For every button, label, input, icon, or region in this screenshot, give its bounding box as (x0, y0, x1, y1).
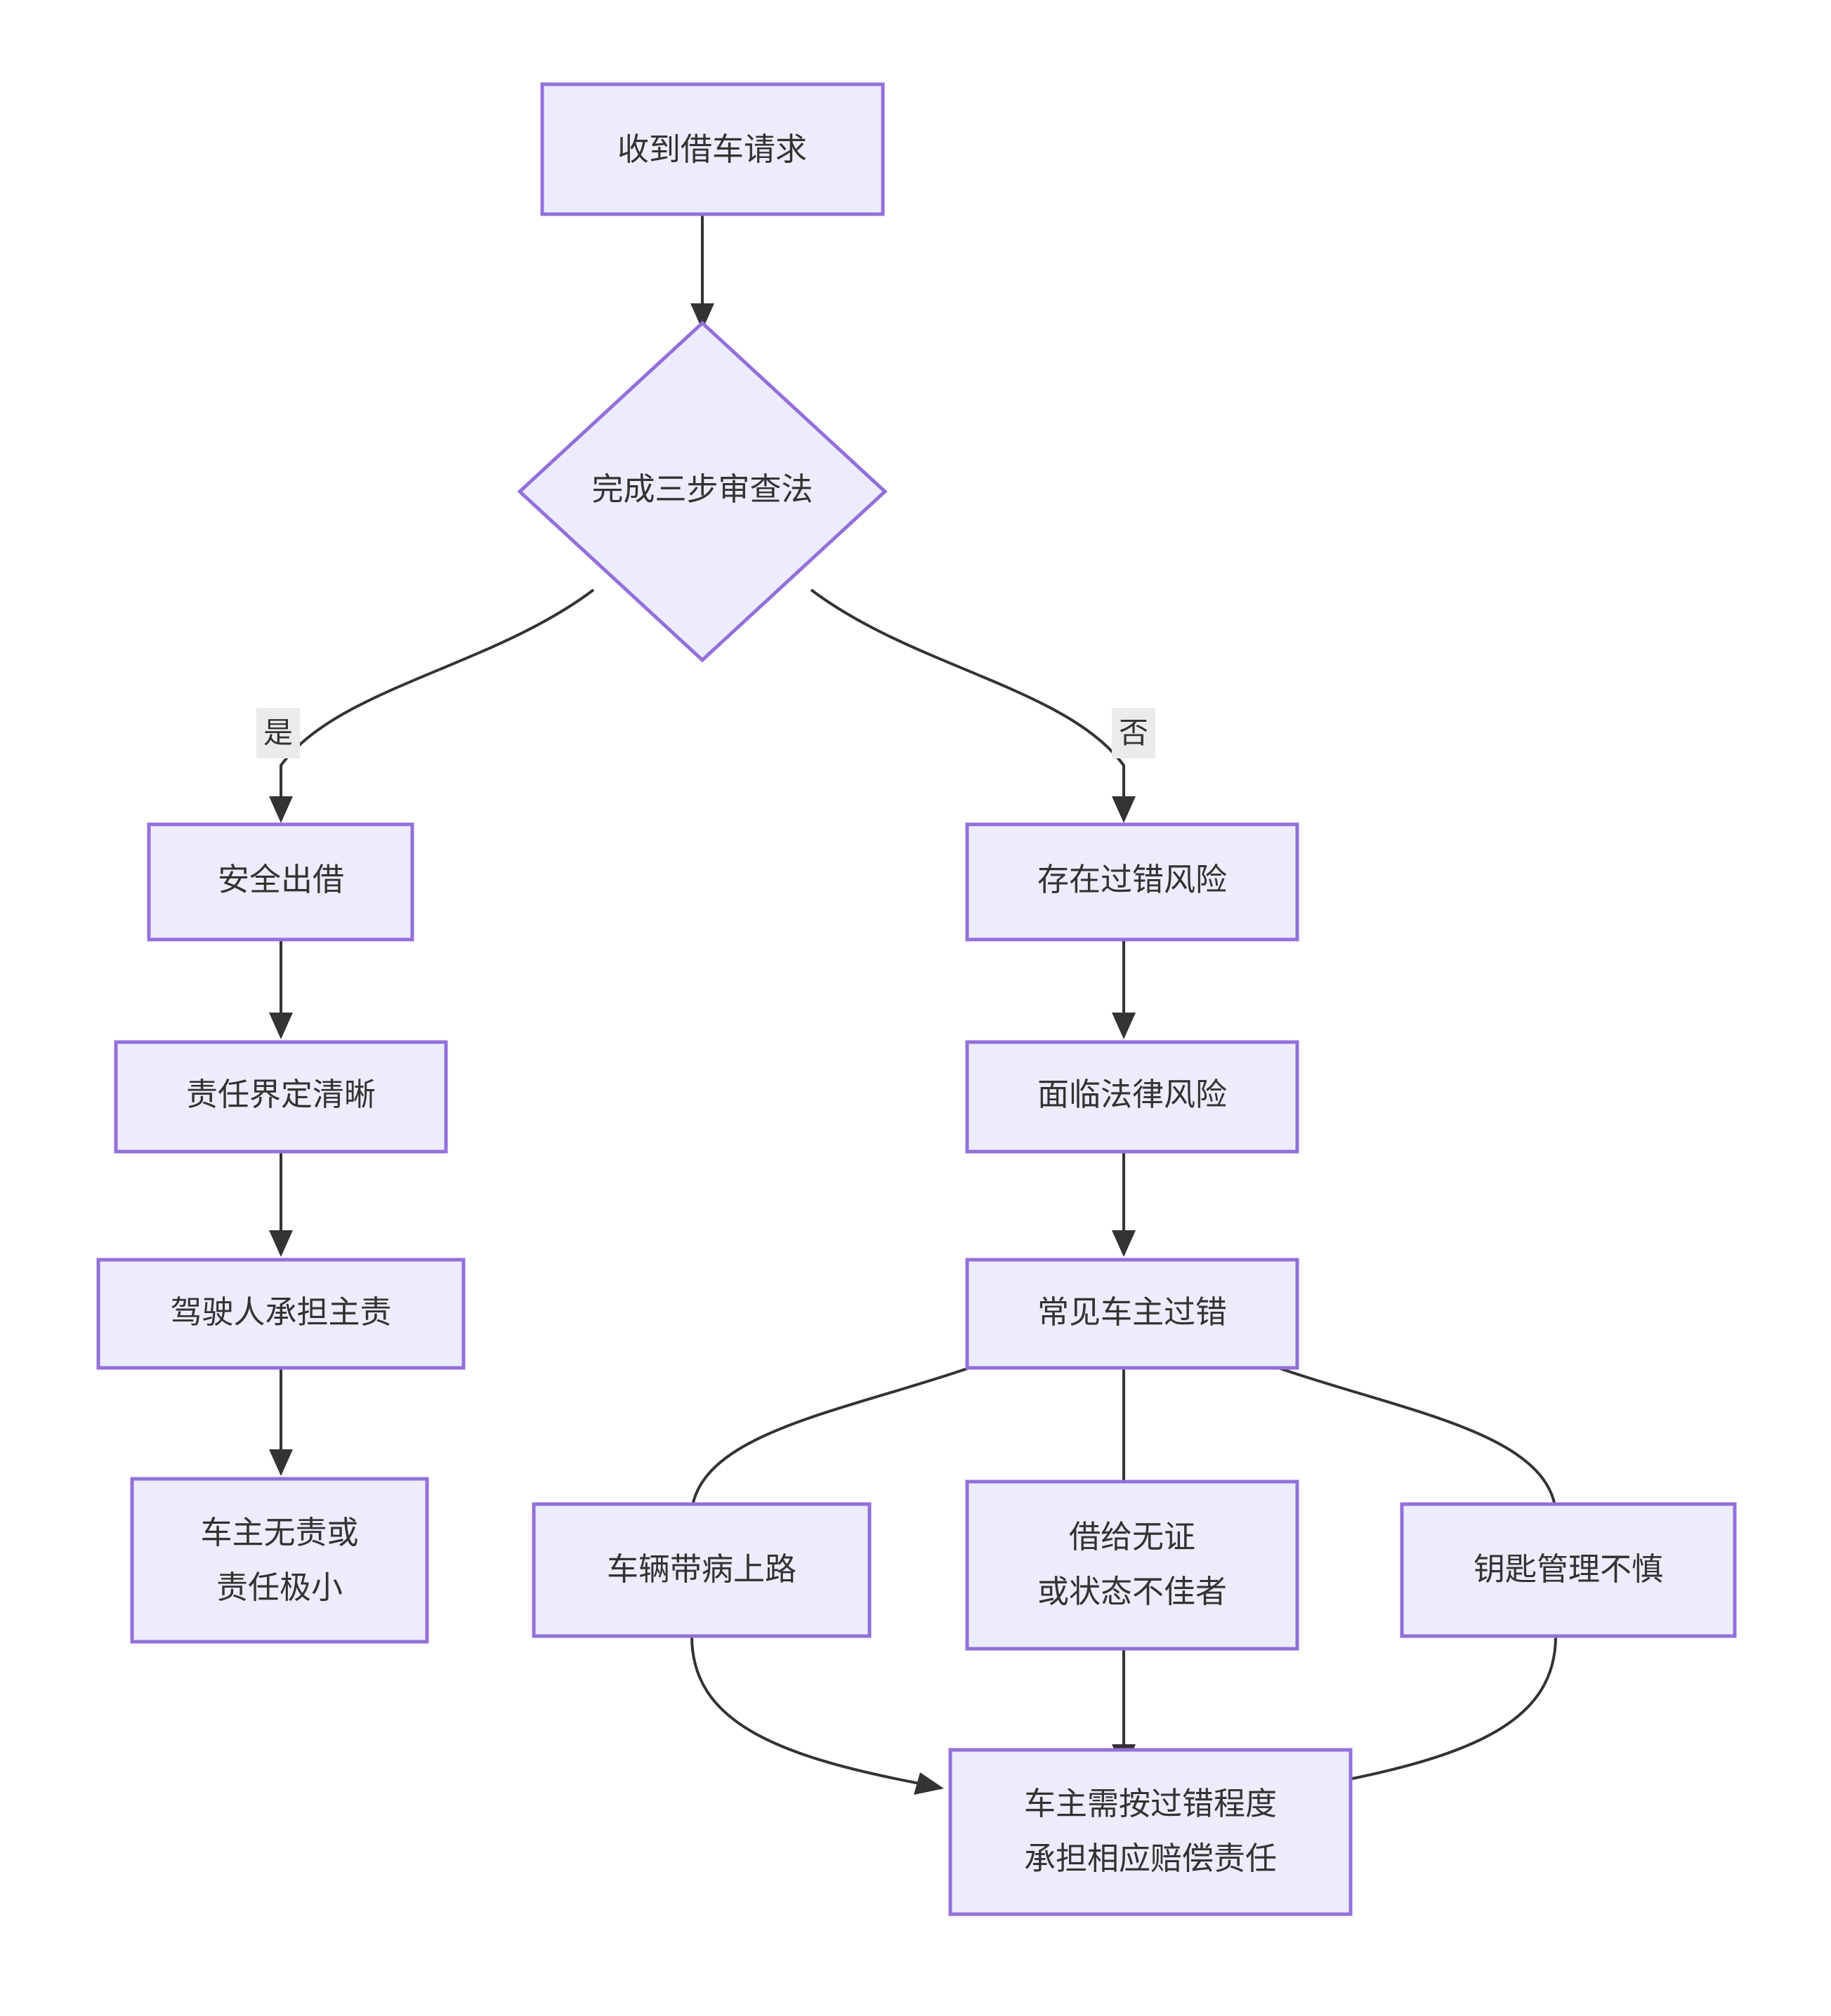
node-received-request[interactable]: 收到借车请求 (540, 82, 885, 216)
edge-n4-n5 (269, 1152, 293, 1257)
node-box[interactable] (540, 82, 885, 216)
edge-line (1327, 1635, 1557, 1785)
node-box[interactable] (965, 1040, 1299, 1154)
node-clear-liability[interactable]: 责任界定清晰 (114, 1040, 448, 1154)
edge-n7-n8 (1112, 940, 1136, 1039)
node-label: 车辆带病上路 (607, 1551, 796, 1587)
edge-line (810, 588, 1125, 801)
arrowhead-icon (269, 1013, 293, 1039)
edge-n2-n3: 是 (256, 588, 595, 823)
node-label: 钥匙管理不慎 (1474, 1551, 1663, 1587)
node-driver-main-liability[interactable]: 驾驶人承担主责 (96, 1258, 466, 1370)
edge-label-no: 否 (1119, 716, 1148, 749)
node-box[interactable] (965, 1258, 1299, 1370)
edge-label-yes: 是 (263, 716, 293, 749)
node-label-line2: 承担相应赔偿责任 (1024, 1840, 1277, 1876)
node-owner-no-liability[interactable]: 车主无责或 责任极小 (130, 1477, 429, 1644)
node-box[interactable] (96, 1258, 466, 1370)
node-owner-proportional-compensation[interactable]: 车主需按过错程度 承担相应赔偿责任 (948, 1748, 1353, 1916)
node-common-owner-faults[interactable]: 常见车主过错 (965, 1258, 1299, 1370)
edge-line (280, 588, 595, 801)
edge-line (690, 1635, 921, 1785)
node-box[interactable] (948, 1748, 1353, 1916)
node-label: 存在过错风险 (1037, 862, 1227, 897)
arrowhead-icon (1112, 1230, 1136, 1257)
node-label: 安全出借 (218, 862, 344, 897)
node-lend-unlicensed[interactable]: 借给无证 或状态不佳者 (965, 1480, 1299, 1651)
node-box[interactable] (130, 1477, 429, 1644)
edge-line (1278, 1366, 1557, 1539)
edge-label-background (1112, 708, 1155, 758)
node-label: 责任界定清晰 (186, 1076, 376, 1112)
edge-n10-n13 (690, 1635, 944, 1795)
node-diamond[interactable] (517, 320, 888, 663)
node-safe-lending[interactable]: 安全出借 (147, 822, 414, 942)
node-box[interactable] (147, 822, 414, 942)
node-label: 完成三步审查法 (591, 471, 813, 507)
arrowhead-icon (1112, 1013, 1136, 1039)
edge-line (690, 1366, 970, 1539)
node-label-line1: 借给无证 (1069, 1519, 1195, 1555)
node-label: 收到借车请求 (617, 131, 807, 167)
edge-n3-n4 (269, 940, 293, 1039)
edge-n5-n6 (269, 1368, 293, 1476)
node-label-line1: 车主无责或 (200, 1515, 358, 1550)
edge-n8-n9 (1112, 1152, 1136, 1257)
arrowhead-icon (269, 796, 293, 823)
node-careless-key-management[interactable]: 钥匙管理不慎 (1400, 1502, 1737, 1638)
node-box[interactable] (965, 1480, 1299, 1651)
node-box[interactable] (114, 1040, 448, 1154)
node-legal-risk[interactable]: 面临法律风险 (965, 1040, 1299, 1154)
edge-label-background (256, 708, 300, 758)
arrowhead-icon (269, 1230, 293, 1257)
node-box[interactable] (532, 1502, 872, 1638)
arrowhead-icon (914, 1772, 944, 1795)
node-label: 面临法律风险 (1037, 1076, 1227, 1112)
node-three-step-review[interactable]: 完成三步审查法 (517, 320, 888, 663)
node-label: 常见车主过错 (1037, 1294, 1227, 1330)
node-label-line2: 或状态不佳者 (1037, 1574, 1227, 1609)
node-fault-risk-exists[interactable]: 存在过错风险 (965, 822, 1299, 942)
edge-n1-n2 (690, 214, 714, 330)
node-label-line1: 车主需按过错程度 (1024, 1786, 1277, 1821)
node-label: 驾驶人承担主责 (170, 1294, 391, 1330)
arrowhead-icon (690, 303, 714, 330)
node-label-line2: 责任极小 (216, 1569, 343, 1605)
node-box[interactable] (1400, 1502, 1737, 1638)
arrowhead-icon (1112, 796, 1136, 823)
arrowhead-icon (269, 1449, 293, 1476)
node-box[interactable] (965, 822, 1299, 942)
node-vehicle-defective[interactable]: 车辆带病上路 (532, 1502, 872, 1638)
edge-n2-n7: 否 (810, 588, 1155, 823)
